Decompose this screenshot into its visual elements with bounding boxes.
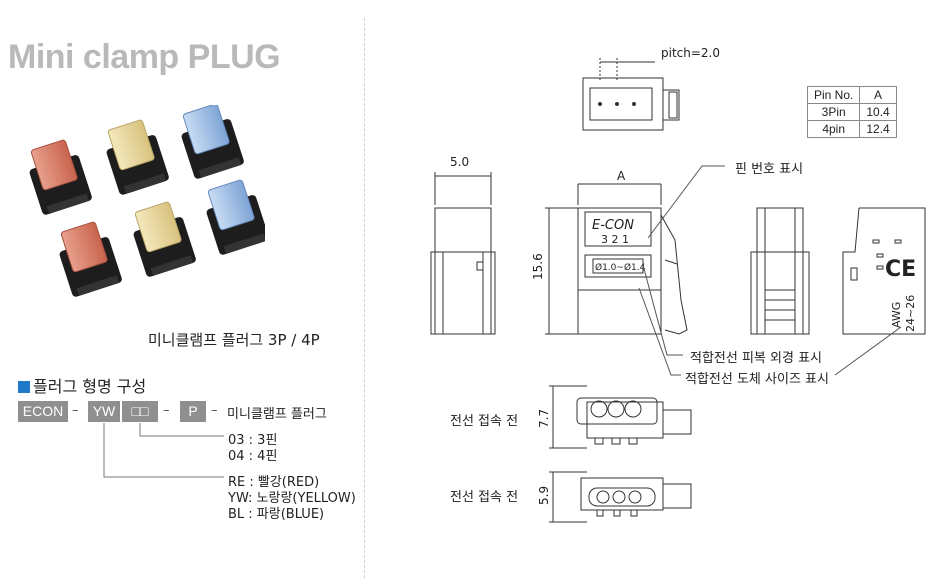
- plug-blue-2: [206, 179, 265, 255]
- pin-numbers: 3 2 1: [601, 233, 629, 246]
- wire-view-2: [549, 471, 692, 523]
- section-title-text: 플러그 형명 구성: [33, 377, 147, 396]
- plug-blue-1: [181, 105, 244, 179]
- plug-yellow-2: [133, 201, 196, 277]
- pin-no-label: 핀 번호 표시: [735, 162, 804, 177]
- pin-option-4: 04 : 4핀: [228, 449, 278, 464]
- code-desc: 미니클램프 플러그: [227, 407, 327, 422]
- code-part-pins: □□: [122, 401, 158, 422]
- code-part-p: P: [180, 401, 206, 422]
- product-caption: 미니클램프 플러그 3P / 4P: [148, 331, 320, 349]
- conductor-size-label: 적합전선 도체 사이즈 표시: [685, 372, 829, 387]
- pin-table-cell: 10.4: [859, 103, 897, 121]
- color-option-red: RE : 빨강(RED): [228, 475, 320, 490]
- divider: [364, 18, 365, 578]
- pitch-label: pitch=2.0: [661, 46, 720, 60]
- plug-red-2: [59, 221, 122, 297]
- table-row: Pin No. A: [806, 86, 897, 104]
- brand-label: E-CON: [592, 218, 634, 233]
- square-bullet-icon: [18, 381, 30, 393]
- code-sep-2: –: [163, 403, 170, 418]
- dim-height-label: 15.6: [531, 253, 545, 280]
- code-sep-1: –: [72, 403, 79, 418]
- before-label-2: 전선 접속 전: [450, 490, 518, 505]
- ce-mark-icon: CE: [885, 257, 916, 282]
- code-part-color: YW: [88, 401, 120, 422]
- technical-drawing: pitch=2.0 5.0 A 15.6 E-CON 3 2 1 Ø1.0~Ø1…: [430, 46, 926, 523]
- wire-range-label: Ø1.0~Ø1.4: [595, 262, 646, 273]
- pin-table-cell: 3Pin: [806, 103, 861, 121]
- dim-77-label: 7.7: [537, 409, 551, 428]
- product-photo: [29, 105, 265, 297]
- wire-view-1: [549, 385, 692, 449]
- awg-range-label: 24~26: [904, 295, 917, 332]
- pin-table-cell: 12.4: [859, 120, 897, 138]
- code-leader-lines: [103, 423, 224, 478]
- plug-red-1: [29, 139, 92, 215]
- pin-table-header-a: A: [859, 86, 897, 104]
- dim-a-label: A: [617, 169, 626, 183]
- before-label-1: 전선 접속 전: [450, 414, 518, 429]
- pin-table: Pin No. A 3Pin 10.4 4pin 12.4: [806, 86, 897, 138]
- plug-yellow-1: [106, 119, 169, 195]
- awg-label: AWG: [890, 302, 903, 328]
- color-option-yellow: YW: 노랑랑(YELLOW): [228, 491, 356, 506]
- code-sep-3: –: [211, 403, 218, 418]
- outer-diameter-label: 적합전선 피복 외경 표시: [690, 351, 822, 366]
- pin-option-3: 03 : 3핀: [228, 433, 278, 448]
- table-row: 4pin 12.4: [806, 120, 897, 138]
- code-part-econ: ECON: [18, 401, 68, 422]
- front-view: [545, 183, 688, 335]
- section-title: 플러그 형명 구성: [18, 373, 146, 397]
- pin-table-header-pin: Pin No.: [806, 86, 861, 104]
- side-view-right: [842, 207, 926, 335]
- side-view-left: [430, 172, 496, 335]
- top-view: [582, 58, 680, 131]
- color-option-blue: BL : 파랑(BLUE): [228, 507, 325, 522]
- table-row: 3Pin 10.4: [806, 103, 897, 121]
- page-title: Mini clamp PLUG: [8, 38, 281, 76]
- pin-table-cell: 4pin: [806, 120, 861, 138]
- dim-width-label: 5.0: [450, 155, 469, 169]
- dim-59-label: 5.9: [537, 486, 551, 505]
- back-view: [750, 207, 810, 335]
